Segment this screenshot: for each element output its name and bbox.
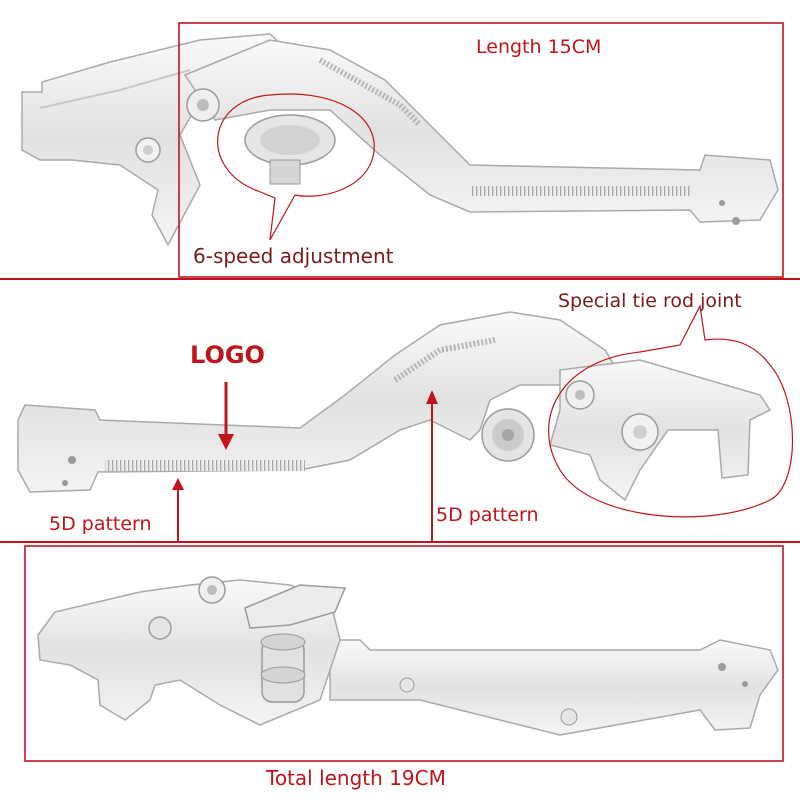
six-speed-callout-bubble (217, 93, 375, 241)
six-speed-adjustment-label: 6-speed adjustment (193, 244, 394, 268)
middle-end-hole (68, 456, 76, 464)
logo-arrow-head (218, 434, 234, 450)
bottom-adjuster-knob (244, 584, 347, 703)
special-tie-rod-joint-label: Special tie rod joint (558, 290, 742, 312)
middle-5d-pattern-strip (105, 460, 305, 471)
bottom-lever (37, 576, 779, 736)
length-15cm-label: Length 15CM (476, 36, 602, 58)
tie-rod-callout-bubble (548, 304, 793, 518)
pattern-right-label: 5D pattern (436, 504, 539, 526)
total-length-19cm-bracket (24, 545, 784, 762)
top-5d-pattern-strip (470, 186, 690, 196)
bottom-end-hole (718, 663, 726, 671)
top-adjuster-knob (244, 114, 336, 185)
middle-lever-bracket (549, 359, 772, 502)
logo-label: LOGO (190, 341, 265, 369)
middle-lever (17, 311, 772, 502)
total-length-19cm-label: Total length 19CM (266, 766, 446, 790)
bottom-lever-blade (329, 639, 779, 736)
middle-adjuster-knob (481, 408, 535, 462)
top-lever (21, 33, 779, 247)
pattern-left-arrow-head (172, 478, 184, 490)
length-15cm-bracket (178, 22, 784, 278)
bottom-lever-bolt-b (560, 708, 578, 726)
bottom-bracket-hole (148, 616, 172, 640)
pattern-right-arrow-head (426, 390, 438, 404)
top-lever-blade (183, 39, 779, 223)
top-end-hole (732, 217, 740, 225)
bottom-lever-bolt-a (399, 677, 415, 693)
pattern-left-label: 5D pattern (49, 513, 152, 535)
middle-lever-blade (17, 311, 622, 493)
